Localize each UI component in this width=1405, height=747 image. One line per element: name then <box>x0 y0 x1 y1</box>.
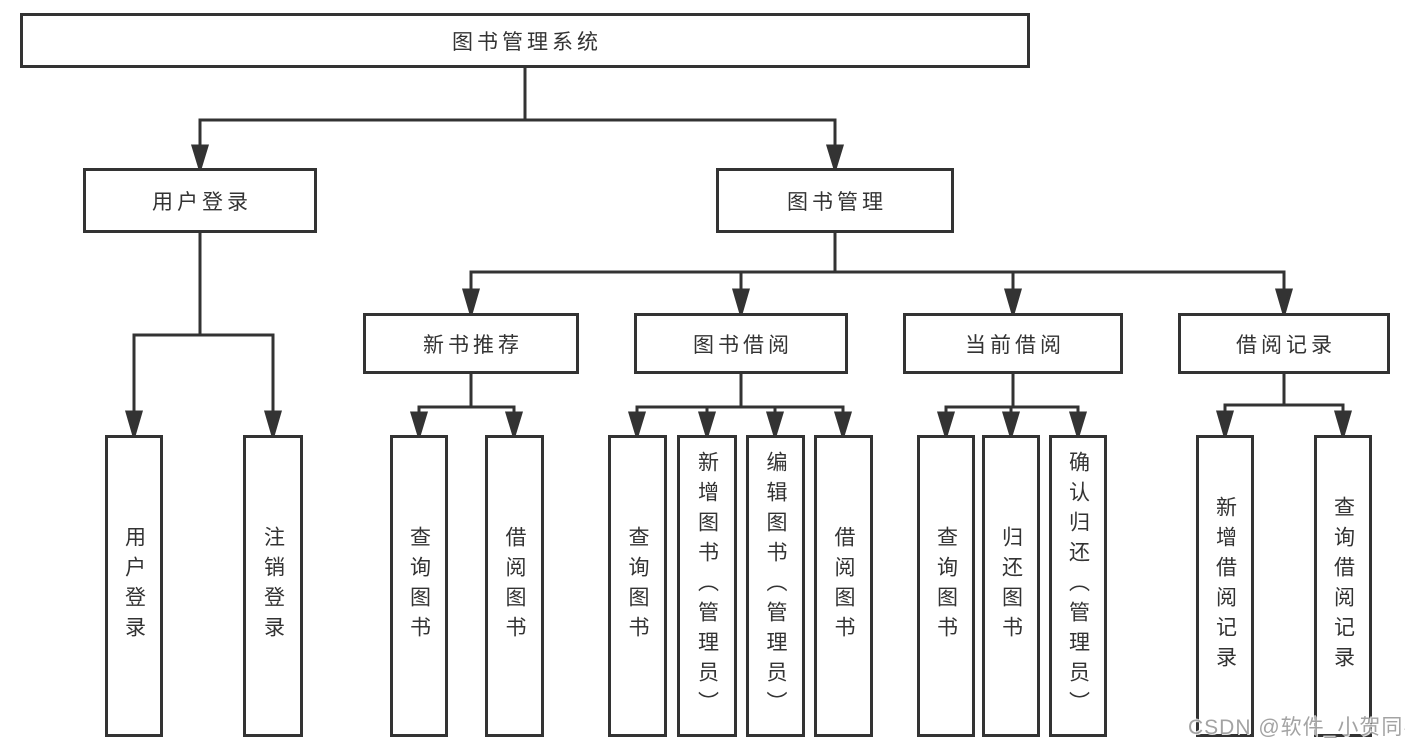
connector-user-login-to-leaves <box>125 233 282 442</box>
node-label: 新增图书（管理员） <box>695 451 719 721</box>
node-label: 借阅图书 <box>832 526 855 646</box>
node-label: 新增借阅记录 <box>1213 496 1237 676</box>
connector-current-borrow-to-leaves <box>936 374 1088 442</box>
node-label: 查询图书 <box>934 526 958 646</box>
connector-borrow-records-to-leaves <box>1216 374 1352 442</box>
node-book-borrow: 图书借阅 <box>634 313 848 374</box>
watermark: CSDN @软件_小贺同学 <box>1188 716 1405 739</box>
connector-new-book-rec-to-leaves <box>409 374 524 442</box>
node-leaf-confirm-return: 确认归还（管理员） <box>1049 435 1107 737</box>
node-label: 归还图书 <box>999 526 1023 646</box>
node-leaf-user-login: 用户登录 <box>105 435 163 737</box>
node-leaf-return-book: 归还图书 <box>982 435 1040 737</box>
node-leaf-edit-book: 编辑图书（管理员） <box>746 435 805 737</box>
node-new-book-rec: 新书推荐 <box>363 313 579 374</box>
node-label: 用户登录 <box>122 526 146 646</box>
node-current-borrow: 当前借阅 <box>903 313 1123 374</box>
node-leaf-borrow-book-rec: 借阅图书 <box>485 435 544 737</box>
node-label: 借阅记录 <box>1236 333 1336 357</box>
node-book-mgmt: 图书管理 <box>716 168 954 233</box>
node-label: 新书推荐 <box>423 333 523 357</box>
node-leaf-borrow-book-borrow: 借阅图书 <box>814 435 873 737</box>
node-label: 查询图书 <box>407 526 431 646</box>
node-leaf-query-book-borrow: 查询图书 <box>608 435 667 737</box>
node-label: 图书管理系统 <box>452 30 602 54</box>
node-leaf-query-book-rec: 查询图书 <box>390 435 448 737</box>
node-leaf-query-book-current: 查询图书 <box>917 435 975 737</box>
connector-root-to-level2 <box>190 68 845 175</box>
node-borrow-records: 借阅记录 <box>1178 313 1390 374</box>
node-label: 图书管理 <box>787 190 887 214</box>
node-label: 确认归还（管理员） <box>1066 451 1090 721</box>
connector-book-borrow-to-leaves <box>627 374 853 442</box>
node-label: 编辑图书（管理员） <box>764 451 787 721</box>
node-label: 借阅图书 <box>503 526 526 646</box>
node-label: 查询借阅记录 <box>1331 496 1355 676</box>
node-label: 图书借阅 <box>693 333 793 357</box>
node-label: 用户登录 <box>152 190 252 214</box>
node-label: 注销登录 <box>261 526 285 646</box>
node-leaf-logout: 注销登录 <box>243 435 303 737</box>
node-leaf-add-record: 新增借阅记录 <box>1196 435 1254 737</box>
node-user-login: 用户登录 <box>83 168 317 233</box>
node-leaf-query-record: 查询借阅记录 <box>1314 435 1372 737</box>
node-label: 查询图书 <box>626 526 649 646</box>
node-label: 当前借阅 <box>965 333 1065 357</box>
node-leaf-add-book: 新增图书（管理员） <box>677 435 737 737</box>
node-root: 图书管理系统 <box>20 13 1030 68</box>
connector-book-mgmt-to-level3 <box>462 233 1293 320</box>
